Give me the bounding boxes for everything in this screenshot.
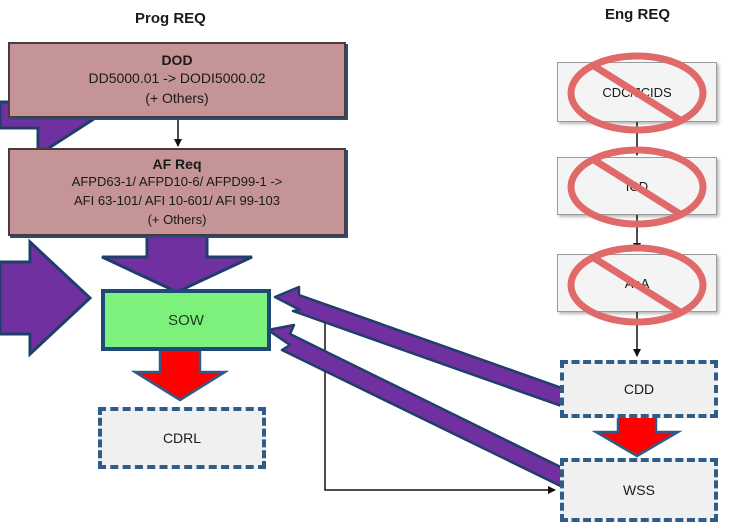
- purple-arrow-af-to-sow: [101, 233, 253, 294]
- dod-line-1: DD5000.01 -> DODI5000.02: [88, 70, 266, 86]
- cdrl-label: CDRL: [162, 430, 202, 446]
- red-arrow-cdd-to-wss: [591, 414, 683, 458]
- prohibited-sign-icon: [567, 52, 707, 134]
- cdd-box: CDD: [560, 360, 718, 418]
- af-req-title: AF Req: [152, 155, 202, 172]
- af-req-line-2: AFI 63-101/ AFI 10-601/ AFI 99-103: [74, 192, 280, 208]
- dod-line-2: (+ Others): [145, 90, 209, 106]
- af-req-line-3: (+ Others): [147, 211, 207, 227]
- cdd-label: CDD: [623, 381, 655, 397]
- dod-box: DOD DD5000.01 -> DODI5000.02 (+ Others): [8, 42, 346, 118]
- cdrl-box: CDRL: [98, 407, 266, 469]
- wss-label: WSS: [623, 482, 655, 498]
- purple-arrow-wss-to-sow: [266, 323, 585, 495]
- sow-label: SOW: [168, 311, 204, 329]
- prog-req-heading: Prog REQ: [135, 10, 206, 27]
- purple-arrow-mid-left: [0, 238, 93, 358]
- wss-box: WSS: [560, 458, 718, 522]
- eng-req-heading: Eng REQ: [605, 6, 671, 23]
- dod-title: DOD: [161, 52, 193, 68]
- af-req-line-1: AFPD63-1/ AFPD10-6/ AFPD99-1 ->: [71, 173, 283, 189]
- prohibited-sign-icon: [567, 146, 707, 228]
- af-req-box: AF Req AFPD63-1/ AFPD10-6/ AFPD99-1 -> A…: [8, 148, 346, 236]
- prohibited-sign-icon: [567, 244, 707, 326]
- connector-sow-to-wss: [324, 318, 556, 494]
- sow-box: SOW: [101, 289, 271, 351]
- purple-arrow-cdd-to-sow: [273, 285, 575, 410]
- red-arrow-sow-to-cdrl: [130, 348, 230, 402]
